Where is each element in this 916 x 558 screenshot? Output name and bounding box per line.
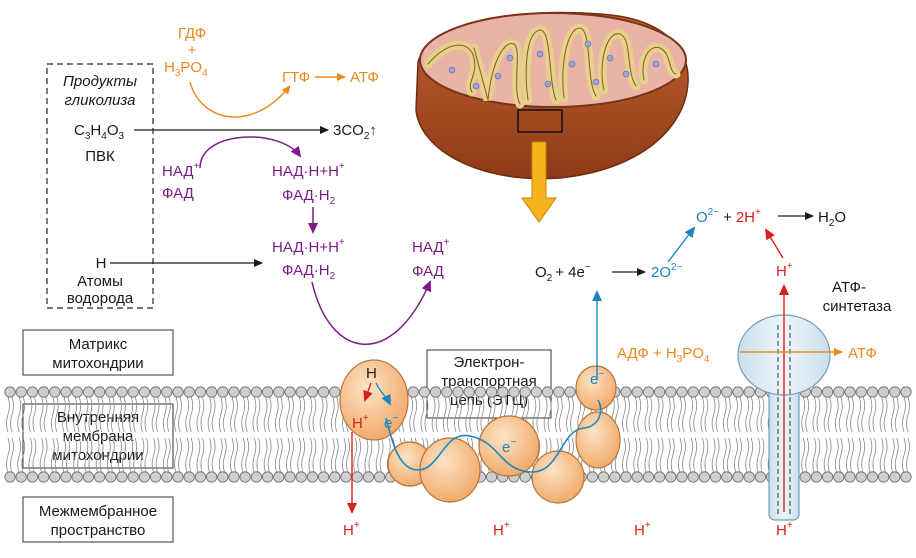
nadh-oxidation-arrow	[311, 280, 432, 345]
complex-1	[339, 359, 409, 441]
pvk-formula: C3H4O3	[74, 122, 124, 142]
matrix-line2: митохондрии	[52, 355, 143, 372]
atp-top-label: АТФ	[350, 69, 379, 86]
atp-synthase-product: АТФ	[848, 345, 877, 362]
nadh-2-line1: НАД·Н+Н+	[272, 237, 345, 256]
hydrogen-symbol: H	[96, 255, 107, 272]
ims-proton-4: H+	[776, 520, 793, 539]
complex1-h-split-blue	[375, 382, 391, 406]
gdp-plus: +	[188, 42, 197, 59]
membrane-box	[22, 403, 174, 469]
fad-right: ФАД	[412, 263, 444, 280]
zoom-arrow	[521, 141, 557, 223]
nadh-2-line2: ФАД·Н2	[282, 262, 336, 282]
nad-reduction-arrow	[199, 136, 302, 169]
electron-cytochrome: e−	[590, 369, 604, 388]
glycolysis-line1: Продукты	[63, 73, 137, 90]
proton-right: H+	[776, 261, 793, 280]
nad-left: НАД+	[162, 161, 200, 180]
hydrogen-line1: Атомы	[77, 273, 123, 290]
etc-complexes	[339, 359, 621, 504]
pvk-name: ПВК	[85, 148, 115, 165]
complex-4	[575, 411, 621, 469]
proton-up-arrow-1	[764, 228, 784, 259]
matrix-box	[22, 329, 174, 376]
mitochondrion-illustration	[415, 11, 689, 223]
complex-1c	[419, 437, 481, 503]
etc-label-box	[426, 349, 552, 419]
ims-proton-3: H+	[634, 520, 651, 539]
atp-synthase-line2: синтетаза	[823, 298, 892, 315]
zoom-region	[517, 109, 563, 133]
water-reaction: O2−+2H+	[696, 207, 761, 226]
cytochrome-c	[575, 365, 617, 411]
water-label: H2O	[818, 209, 846, 229]
ims-box	[22, 496, 174, 543]
electron-path	[385, 399, 602, 473]
nad-right: НАД+	[412, 237, 450, 256]
ims-line1: Межмембранное	[39, 503, 157, 520]
gdp-label: ГДФ	[178, 25, 206, 42]
h3po4-top: H3PO4	[164, 59, 208, 79]
glycolysis-box	[46, 63, 154, 309]
complex1-hplus: H+	[352, 413, 369, 432]
atp-synthase-line1: АТФ-	[832, 279, 866, 296]
o2-up-arrow	[667, 226, 696, 263]
o2-reaction: O2+ 4e−	[535, 262, 591, 284]
nadh-1-line1: НАД·Н+Н+	[272, 161, 345, 180]
matrix-line1: Матрикс	[69, 336, 128, 353]
co2-label: 3CO2↑	[333, 122, 377, 142]
o2-product: 2O2−	[651, 262, 683, 281]
etc-line1: Электрон-	[454, 354, 525, 371]
nadh-1-line2: ФАД·Н2	[282, 187, 336, 207]
glycolysis-line2: гликолиза	[64, 92, 135, 109]
ims-line2: пространство	[51, 522, 146, 539]
fad-left: ФАД	[162, 185, 194, 202]
adp-reaction: АДФ + H3PO4	[617, 345, 710, 365]
complex1-electron: e−	[384, 413, 398, 432]
complex1-h: H	[366, 365, 377, 382]
electron-complex2: e−	[502, 437, 516, 456]
complex-2	[478, 415, 540, 477]
hydrogen-line2: водорода	[67, 290, 134, 307]
membrane-line2: мембрана	[63, 428, 134, 445]
etc-line2: транспортная	[441, 373, 536, 390]
complex-3	[531, 450, 585, 504]
ims-proton-2: H+	[493, 520, 510, 539]
complex1-h-split-red	[363, 382, 373, 402]
gtp-label: ГТФ	[282, 69, 310, 86]
gdp-to-gtp-arrow	[189, 81, 291, 118]
ims-proton-1: H+	[343, 520, 360, 539]
